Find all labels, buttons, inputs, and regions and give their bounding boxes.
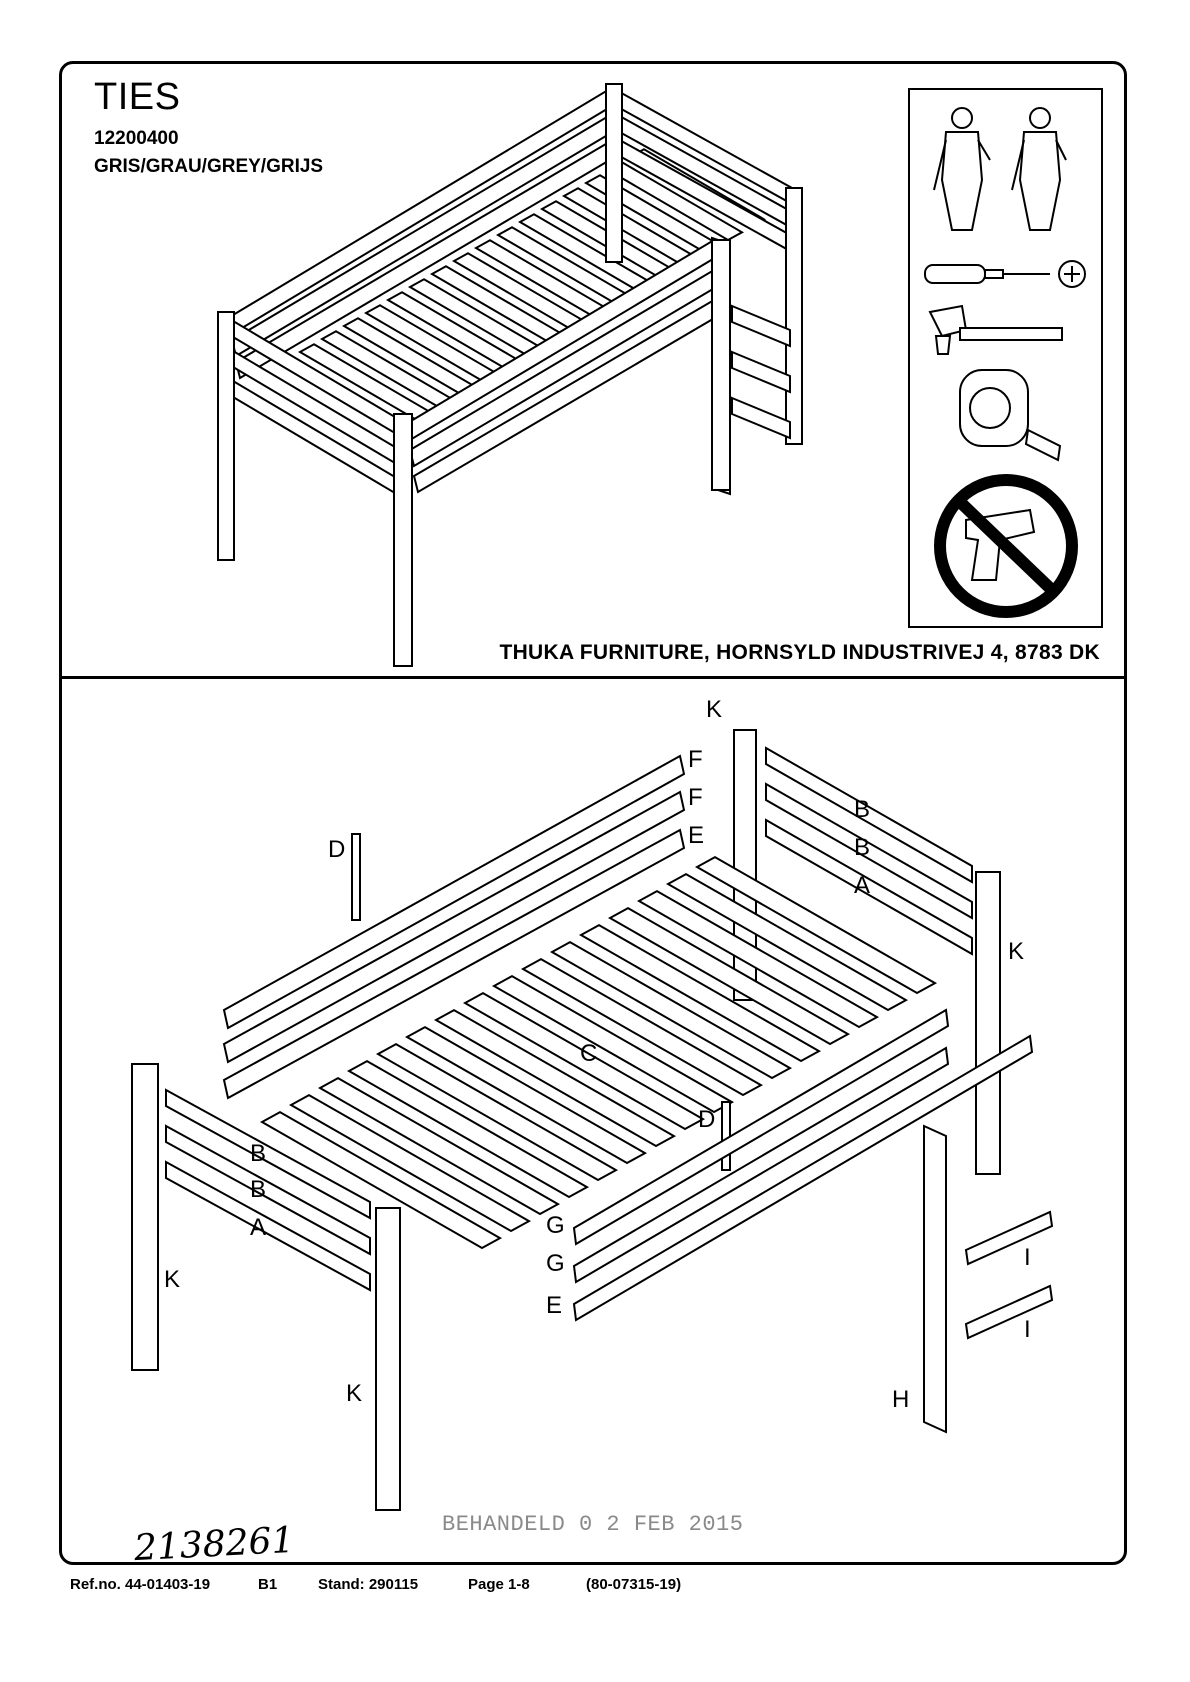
footer-ref: Ref.no. 44-01403-19 — [70, 1576, 210, 1593]
part-label-f1: F — [688, 746, 703, 774]
tools-panel — [908, 88, 1103, 628]
part-label-e-top: E — [688, 822, 704, 850]
exploded-parts-illustration — [132, 730, 1052, 1510]
assembled-bed-illustration — [218, 84, 802, 666]
part-label-g1: G — [546, 1212, 565, 1240]
footer-extra: (80-07315-19) — [586, 1576, 681, 1593]
handwritten-note: 2138261 — [133, 1520, 295, 1569]
part-label-b-right1: B — [854, 796, 870, 824]
part-label-e-bottom: E — [546, 1292, 562, 1320]
part-label-k-front: K — [346, 1380, 362, 1408]
part-label-k-right: K — [1008, 938, 1024, 966]
received-stamp: BEHANDELD 0 2 FEB 2015 — [442, 1512, 743, 1537]
part-label-k-top: K — [706, 696, 722, 724]
part-label-b-left2: B — [250, 1176, 266, 1204]
footer-code: B1 — [258, 1576, 277, 1593]
part-label-a-left: A — [250, 1214, 266, 1242]
part-label-b-right2: B — [854, 834, 870, 862]
part-label-f2: F — [688, 784, 703, 812]
part-label-c-slats: C — [580, 1040, 597, 1068]
part-label-g2: G — [546, 1250, 565, 1278]
footer-stand: Stand: 290115 — [318, 1576, 418, 1593]
part-label-k-left: K — [164, 1266, 180, 1294]
part-label-a-right: A — [854, 872, 870, 900]
manufacturer-address: THUKA FURNITURE, HORNSYLD INDUSTRIVEJ 4,… — [499, 641, 1100, 665]
part-label-i1: I — [1024, 1244, 1031, 1272]
part-label-i2: I — [1024, 1316, 1031, 1344]
part-label-b-left1: B — [250, 1140, 266, 1168]
footer-page: Page 1-8 — [468, 1576, 530, 1593]
part-label-d-mid: D — [698, 1106, 715, 1134]
part-label-h: H — [892, 1386, 909, 1414]
part-label-d-left: D — [328, 836, 345, 864]
